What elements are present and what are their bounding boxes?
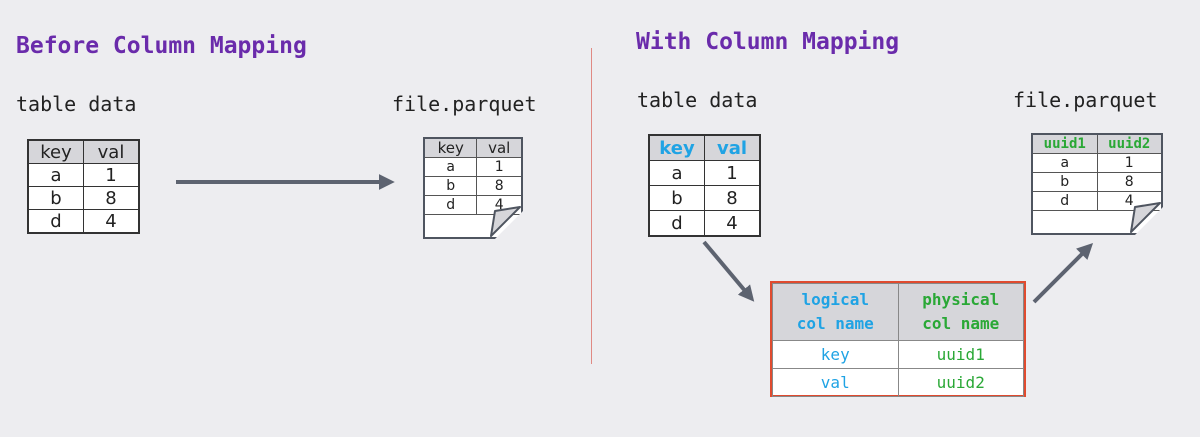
after-parquet-file: uuid1 uuid2 a 1 b 8 d 4 — [1031, 133, 1163, 235]
header-line: logical — [801, 290, 869, 309]
table-cell: b — [425, 177, 477, 196]
table-cell: 4 — [83, 209, 140, 234]
column-header-uuid1: uuid1 — [1033, 135, 1097, 154]
logical-name-cell: key — [772, 340, 899, 369]
table-cell: b — [27, 186, 84, 210]
table-row: b 8 — [425, 177, 521, 196]
column-header-uuid2: uuid2 — [1097, 135, 1161, 154]
table-cell: 8 — [477, 177, 521, 196]
table-cell: 1 — [1097, 154, 1161, 173]
table-row: b 8 — [1033, 173, 1161, 192]
column-header-val: val — [704, 134, 761, 161]
table-row: b 8 — [648, 185, 761, 211]
table-cell: 8 — [704, 185, 761, 211]
logical-col-name-header: logical col name — [772, 283, 899, 341]
table-cell: 1 — [477, 158, 521, 177]
arrow-up-right — [1032, 242, 1094, 304]
table-cell: 8 — [83, 186, 140, 210]
table-cell: 1 — [83, 163, 140, 187]
after-table-label: table data — [637, 88, 758, 112]
table-cell: 4 — [704, 210, 761, 237]
column-mapping-table: logical col name physical col name key u… — [770, 281, 1026, 397]
table-cell: b — [1033, 173, 1097, 192]
after-table-data: key val a 1 b 8 d 4 — [648, 134, 761, 237]
table-cell: 8 — [1097, 173, 1161, 192]
table-row: d 4 — [425, 196, 521, 215]
before-table-data: key val a 1 b 8 d 4 — [27, 139, 140, 234]
table-cell: b — [648, 185, 705, 211]
before-file-label: file.parquet — [392, 92, 537, 116]
table-cell: a — [648, 160, 705, 186]
header-line: col name — [796, 314, 874, 333]
table-row: a 1 — [648, 160, 761, 186]
table-row: a 1 — [1033, 154, 1161, 173]
table-cell: d — [27, 209, 84, 234]
table-cell: a — [1033, 154, 1097, 173]
physical-col-name-header: physical col name — [897, 283, 1024, 341]
table-row: a 1 — [425, 158, 521, 177]
before-table-label: table data — [16, 92, 137, 116]
header-line: physical — [922, 290, 1000, 309]
table-row: b 8 — [27, 186, 140, 210]
table-cell: d — [648, 210, 705, 237]
column-header-val: val — [83, 139, 140, 164]
arrow-down-right — [702, 240, 755, 302]
logical-name-cell: val — [772, 368, 899, 397]
column-header-val: val — [477, 139, 521, 158]
section-divider — [591, 48, 592, 364]
after-file-label: file.parquet — [1013, 88, 1158, 112]
header-line: col name — [922, 314, 1000, 333]
physical-name-cell: uuid2 — [897, 368, 1024, 397]
column-header-key: key — [27, 139, 84, 164]
mapping-row: val uuid2 — [772, 368, 1024, 397]
column-header-key: key — [425, 139, 477, 158]
before-heading: Before Column Mapping — [16, 33, 307, 59]
table-cell: d — [1033, 192, 1097, 211]
column-header-key: key — [648, 134, 705, 161]
table-row: d 4 — [27, 209, 140, 234]
table-cell: a — [425, 158, 477, 177]
table-cell: d — [425, 196, 477, 215]
after-heading: With Column Mapping — [636, 29, 900, 55]
table-row: d 4 — [648, 210, 761, 237]
